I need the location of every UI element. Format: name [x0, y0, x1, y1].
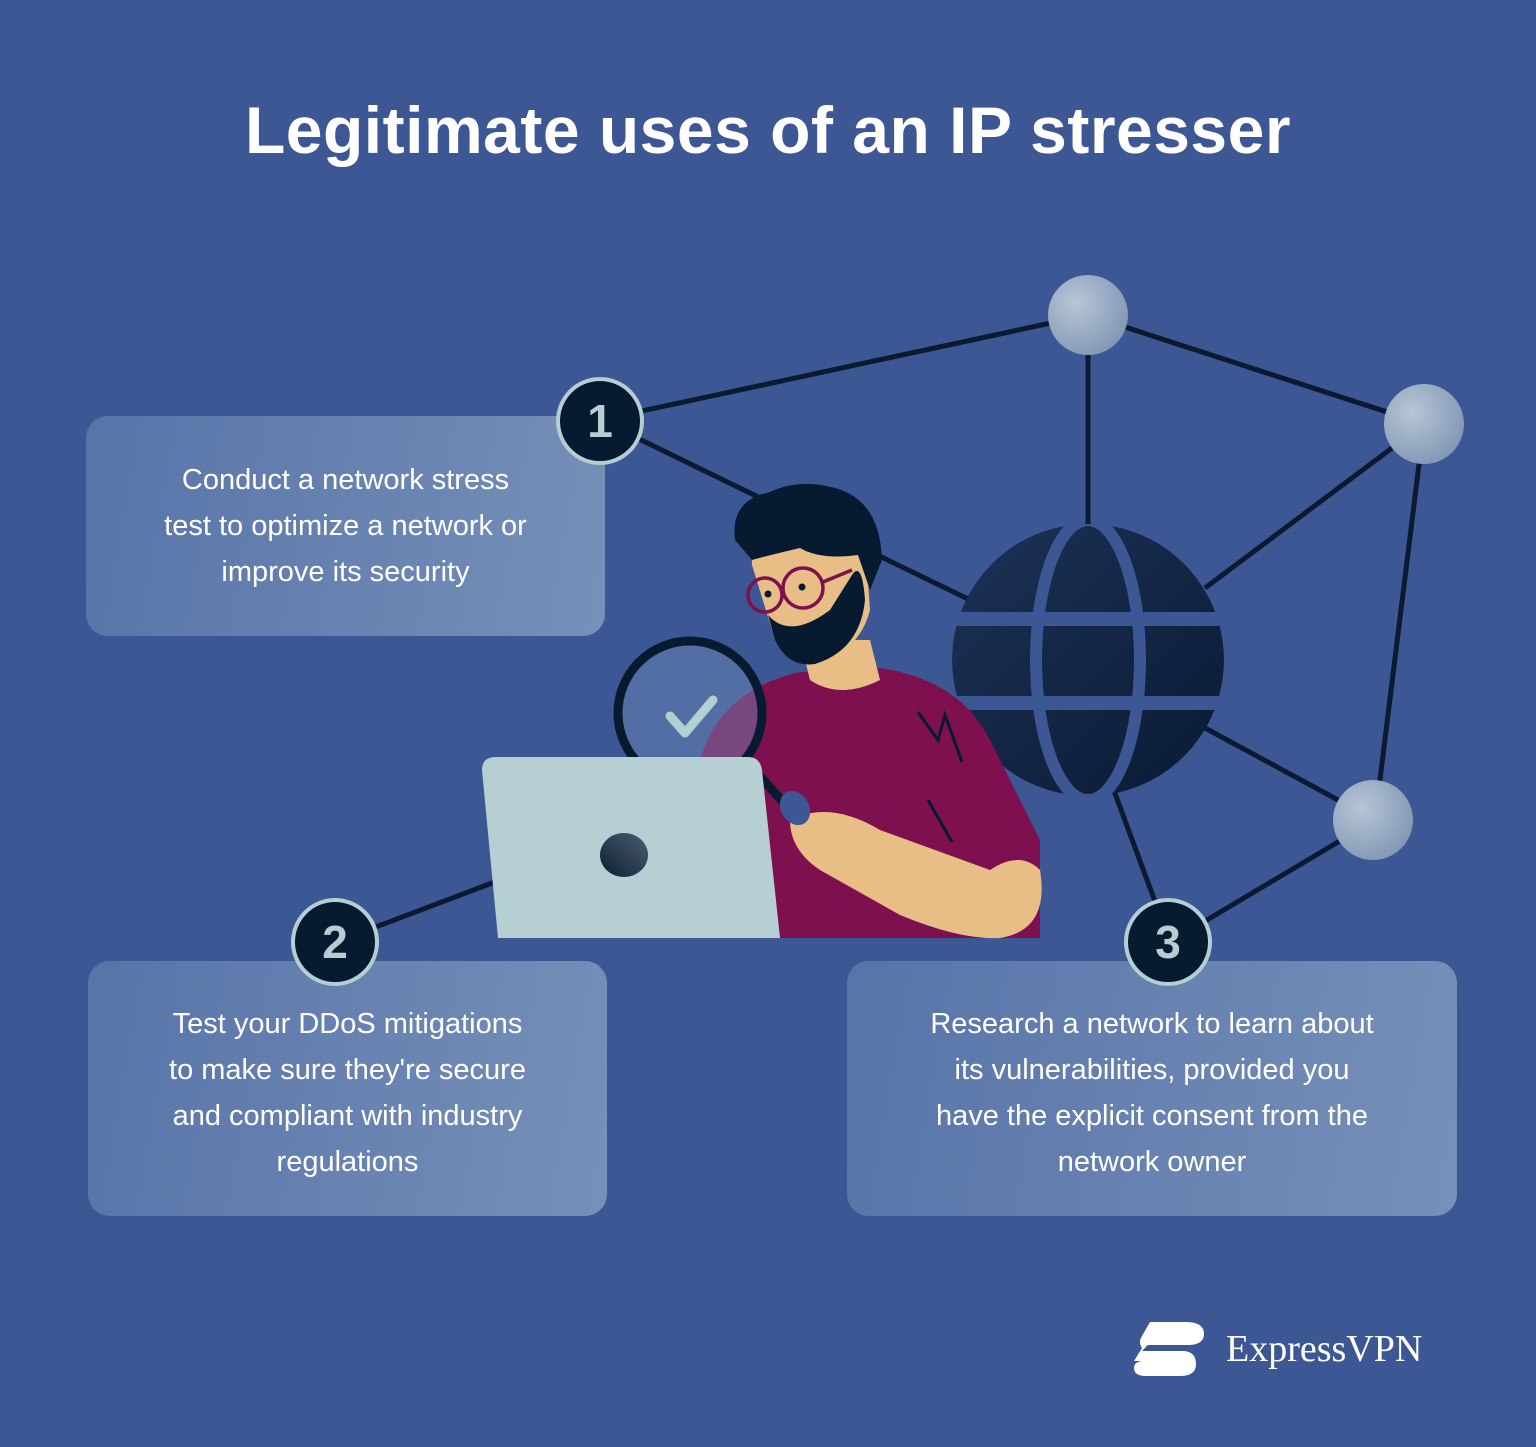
brand-logo: ExpressVPN: [1128, 1318, 1422, 1380]
step-badge-1: 1: [556, 377, 644, 465]
step-badge-2: 2: [291, 898, 379, 986]
page-title: Legitimate uses of an IP stresser: [244, 93, 1292, 167]
network-node: [1384, 384, 1464, 464]
person-arm: [790, 812, 1042, 939]
checkmark-icon: [665, 695, 718, 738]
laptop-logo: [600, 833, 648, 877]
network-node: [1048, 275, 1128, 355]
step-badge-3: 3: [1124, 898, 1212, 986]
globe-icon: [952, 524, 1224, 796]
person-beard: [768, 570, 865, 665]
expressvpn-logo-icon: [1134, 1322, 1204, 1376]
step-card-2: Test your DDoS mitigations to make sure …: [88, 961, 607, 1216]
glasses-icon: [746, 566, 853, 614]
step-card-1: Conduct a network stress test to optimiz…: [86, 416, 605, 636]
person-hair: [734, 483, 882, 590]
step-card-3: Research a network to learn about its vu…: [847, 961, 1457, 1216]
brand-name: ExpressVPN: [1226, 1328, 1423, 1370]
network-node: [1333, 780, 1413, 860]
